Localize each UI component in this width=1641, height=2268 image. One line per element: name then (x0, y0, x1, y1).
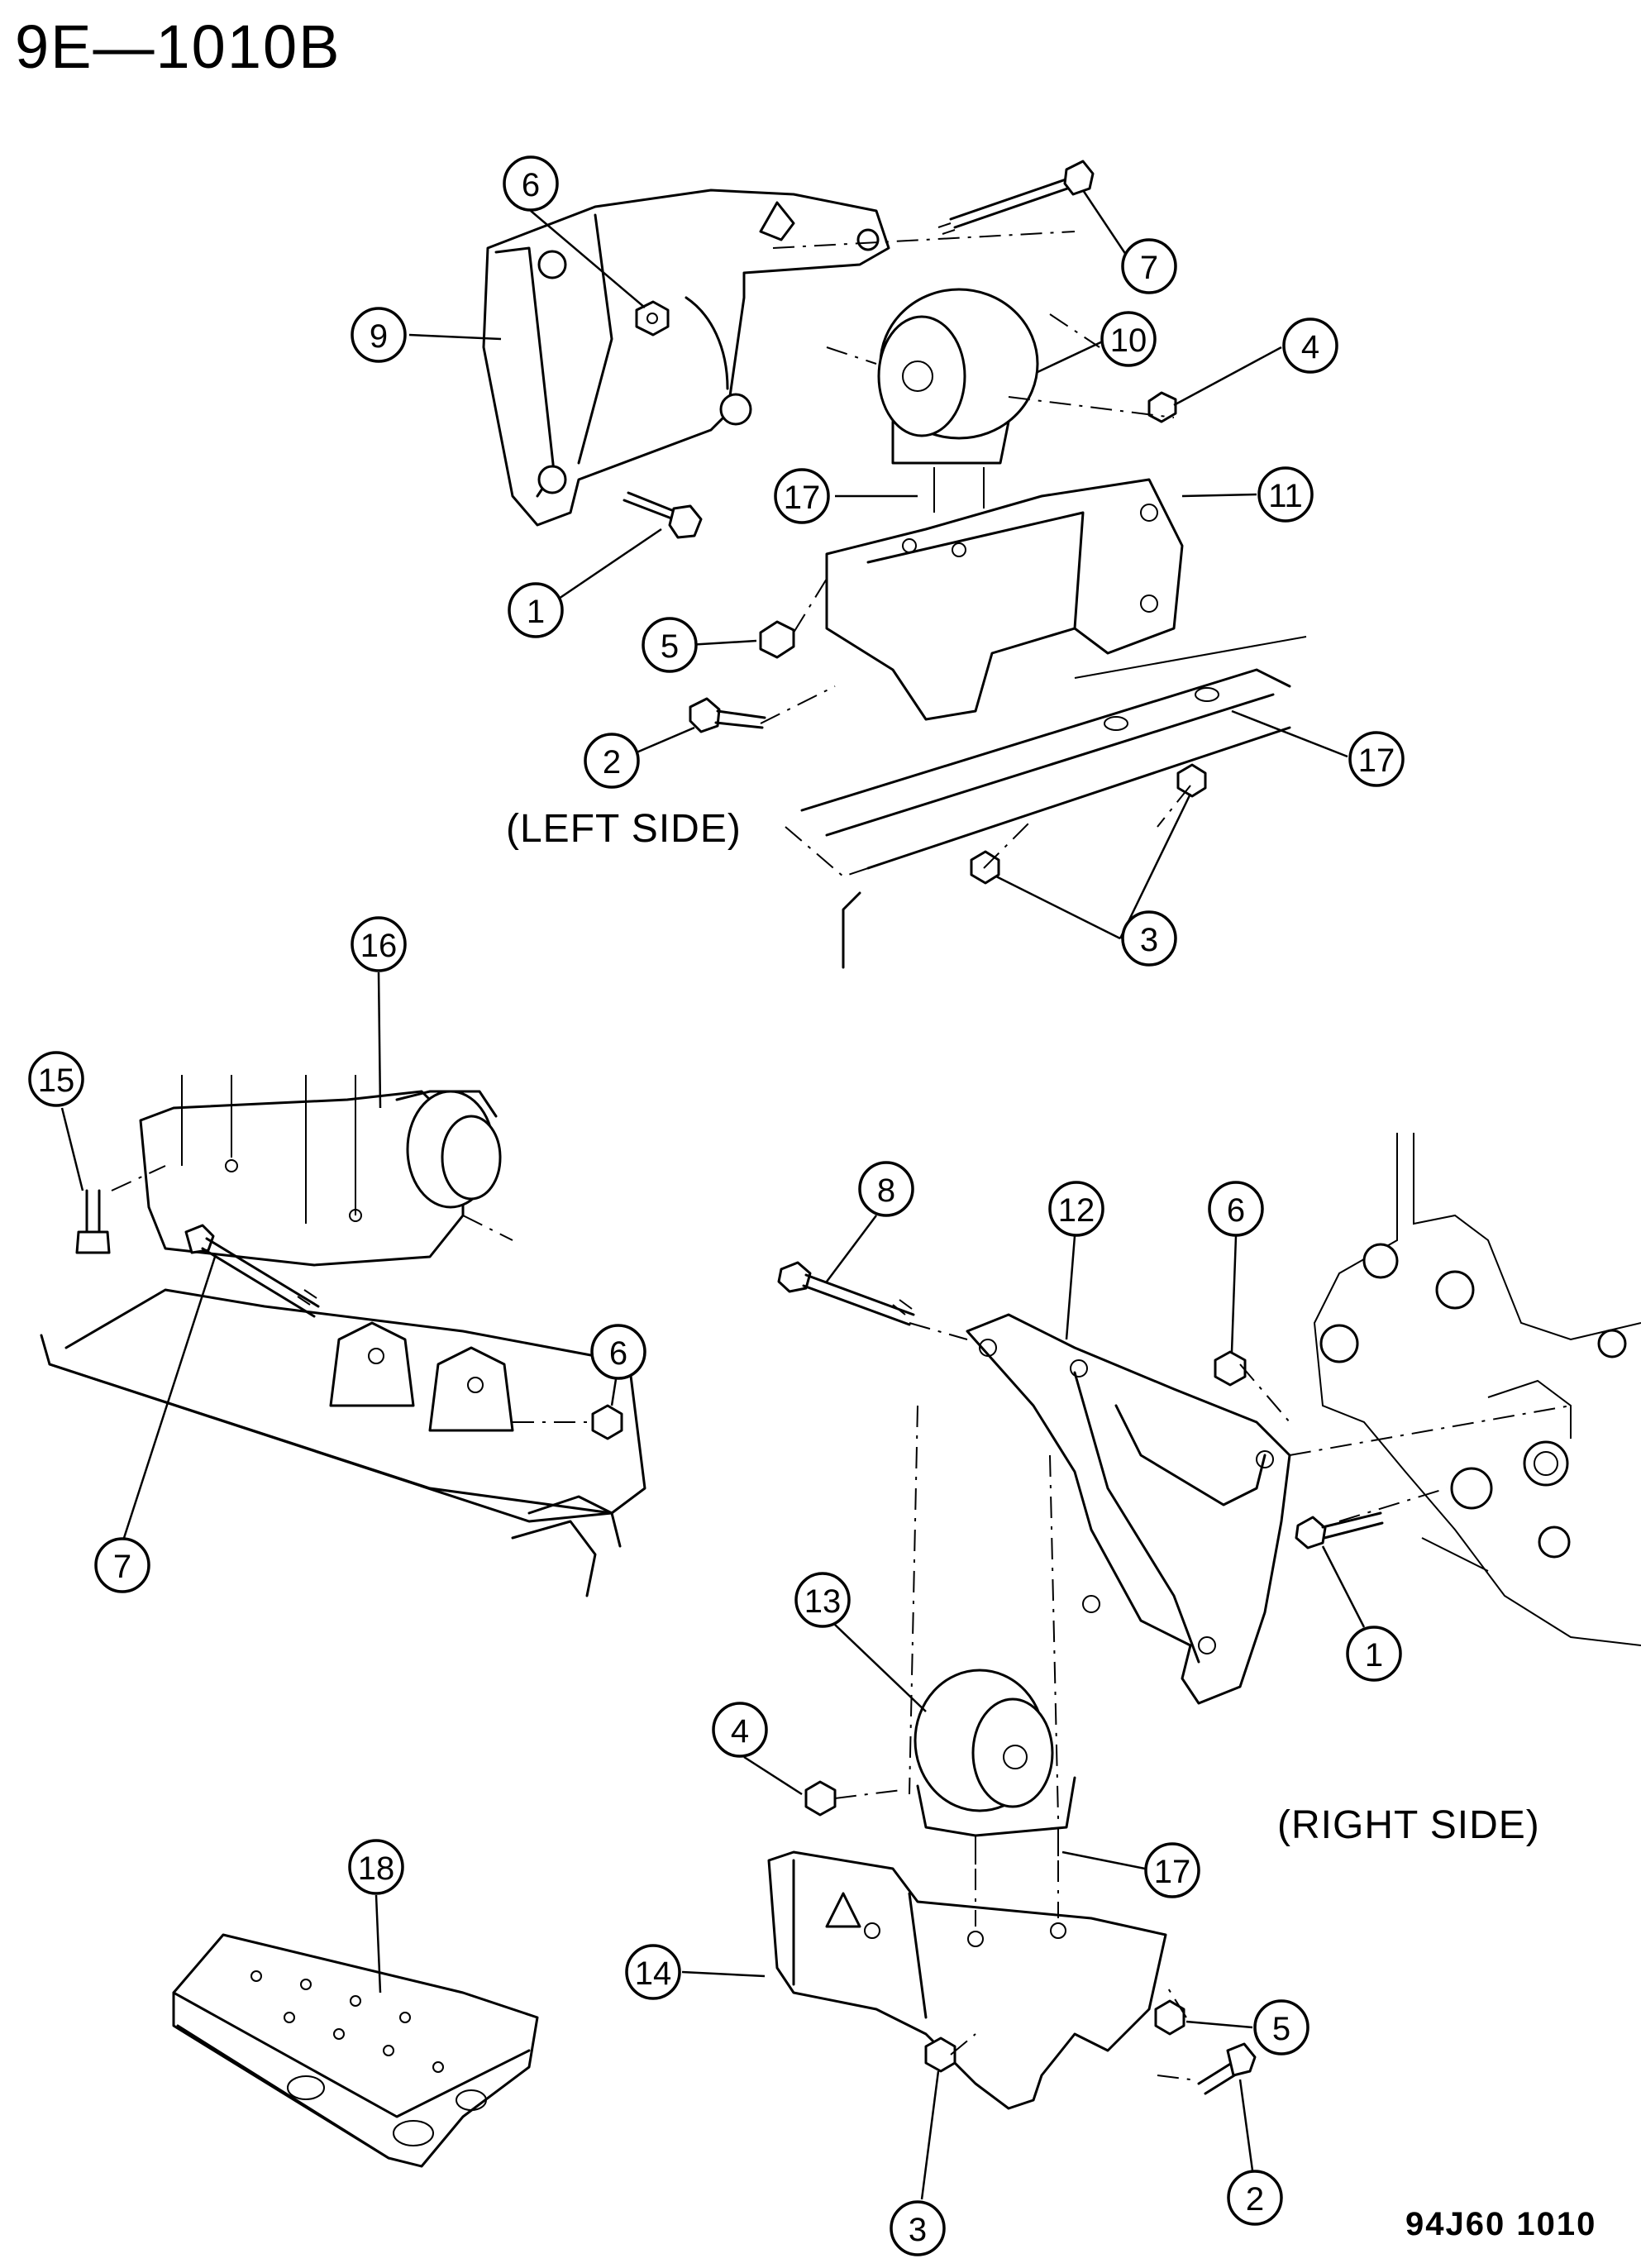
svg-text:18: 18 (358, 1850, 395, 1887)
svg-text:6: 6 (1227, 1192, 1245, 1229)
callout-11: 11 (1257, 466, 1314, 523)
part-1-bolt (623, 491, 703, 539)
part-6-nut (635, 300, 670, 337)
svg-text:4: 4 (1301, 329, 1319, 365)
svg-text:12: 12 (1058, 1192, 1095, 1229)
callout-7: 7 (94, 1537, 150, 1593)
diagram-page-id: 9E—1010B (15, 12, 341, 81)
svg-text:4: 4 (731, 1713, 749, 1750)
svg-text:2: 2 (1246, 2181, 1264, 2218)
svg-text:13: 13 (804, 1583, 842, 1620)
callout-4: 4 (1282, 318, 1338, 374)
svg-text:5: 5 (661, 628, 679, 665)
drawing-code: 94J60 1010 (1405, 2206, 1597, 2242)
part-4-nut (1147, 391, 1177, 423)
svg-text:9: 9 (370, 318, 388, 355)
part-10-insulator (877, 288, 1039, 496)
svg-text:14: 14 (635, 1955, 672, 1992)
callout-13: 13 (794, 1572, 851, 1628)
part-7-bolt (937, 160, 1095, 235)
svg-text:10: 10 (1110, 322, 1147, 359)
svg-text:7: 7 (113, 1549, 131, 1585)
leader-lines (60, 189, 1366, 2200)
svg-text:16: 16 (360, 928, 398, 964)
svg-text:11: 11 (1268, 478, 1303, 514)
svg-text:7: 7 (1140, 250, 1158, 286)
svg-text:1: 1 (1365, 1637, 1383, 1674)
part-14-bracket (767, 1850, 1167, 2110)
svg-text:2: 2 (603, 744, 621, 781)
engine-block (1313, 1133, 1641, 1646)
part-9-engine-bracket (482, 189, 890, 527)
svg-text:6: 6 (522, 167, 540, 203)
part-3-nut (1176, 763, 1207, 798)
part-6-nut (591, 1404, 623, 1440)
left-side-assembly (482, 160, 1307, 969)
part-15-bolt (75, 1189, 111, 1254)
svg-text:5: 5 (1272, 2011, 1290, 2047)
callout-5: 5 (642, 617, 698, 673)
callout-4: 4 (712, 1702, 768, 1758)
callout-6: 6 (503, 155, 559, 212)
part-13-insulator (914, 1669, 1076, 1865)
part-5-nut (759, 620, 795, 659)
callout-18: 18 (348, 1839, 404, 1895)
svg-text:17: 17 (1154, 1854, 1191, 1890)
part-5-nut (1154, 1999, 1185, 2036)
right-side-assembly (767, 1133, 1641, 2110)
part-8-bolt (777, 1261, 915, 1326)
part-7-bolt (184, 1224, 320, 1318)
callout-6: 6 (590, 1324, 646, 1380)
part-3-nut (924, 2036, 956, 2073)
callout-17: 17 (774, 468, 830, 524)
svg-text:1: 1 (527, 594, 545, 630)
svg-text:6: 6 (609, 1335, 627, 1372)
callout-17: 17 (1144, 1842, 1200, 1898)
part-1-bolt (1295, 1511, 1384, 1549)
callout-2: 2 (1227, 2170, 1283, 2226)
svg-text:17: 17 (1358, 742, 1395, 779)
center-mount-assembly (40, 1075, 646, 1597)
callout-7: 7 (1121, 238, 1177, 294)
part-6-nut (1214, 1350, 1247, 1387)
callout-3: 3 (890, 2200, 946, 2256)
part-12-bracket (966, 1313, 1291, 1705)
frame-rail (785, 636, 1307, 969)
callout-10: 10 (1100, 311, 1157, 367)
part-16-mount (139, 1075, 502, 1267)
part-18-skid-plate (172, 1933, 539, 2168)
part-4-nut (804, 1780, 837, 1817)
callout-12: 12 (1048, 1181, 1104, 1237)
callout-16: 16 (351, 916, 407, 972)
crossmember (40, 1288, 646, 1597)
callout-6: 6 (1208, 1181, 1264, 1237)
callout-5: 5 (1253, 1999, 1309, 2056)
callout-15: 15 (28, 1051, 84, 1107)
part-2-bolt (1197, 2042, 1257, 2095)
callout-1: 1 (508, 582, 564, 638)
callout-8: 8 (858, 1161, 914, 1217)
svg-text:3: 3 (909, 2212, 927, 2248)
svg-text:3: 3 (1140, 922, 1158, 958)
svg-text:8: 8 (877, 1172, 895, 1209)
callout-3: 3 (1121, 910, 1177, 967)
callout-14: 14 (625, 1944, 681, 2000)
callout-9: 9 (351, 307, 407, 363)
left-side-label: (LEFT SIDE) (506, 807, 742, 851)
part-11-mount-bracket (825, 478, 1184, 721)
callout-2: 2 (584, 733, 640, 789)
callout-1: 1 (1346, 1626, 1402, 1682)
right-side-label: (RIGHT SIDE) (1277, 1803, 1540, 1847)
svg-text:15: 15 (38, 1062, 75, 1099)
part-2-bolt (689, 697, 766, 733)
callout-17: 17 (1348, 731, 1405, 787)
svg-text:17: 17 (784, 480, 821, 516)
